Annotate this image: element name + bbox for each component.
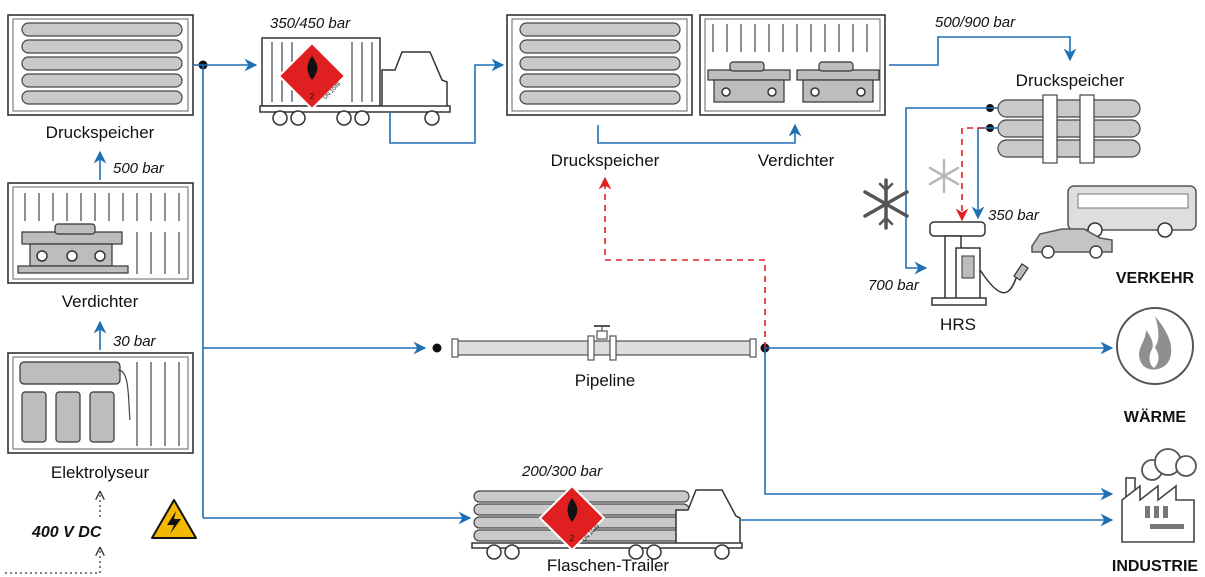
pressure-500-label: 500 bar [113,160,165,177]
factory-icon [1121,448,1197,543]
power-input-label: 400 V DC [31,524,102,541]
flow-pipeline-to-center-storage [598,176,766,348]
verdichter-left-label: Verdichter [62,292,139,311]
pressure-storage-container-icon [7,14,194,116]
pipeline-start-node [432,343,442,353]
waerme-label: WÄRME [1124,408,1187,426]
pipeline-label: Pipeline [575,371,636,390]
pressure-storage-tanks-icon [997,94,1141,164]
flow-storage-350bar [971,127,990,220]
power-source-line [5,548,100,574]
hazard-class-number: 2 [570,534,575,543]
compressor-container-icon [7,182,194,284]
industrie-label: INDUSTRIE [1112,558,1199,575]
flow-compressor-to-right-storage [889,36,1077,66]
druckspeicher-right-label: Druckspeicher [1016,71,1125,90]
car-icon [1031,228,1113,259]
hazard-class-number: 2 [310,92,315,101]
flaschen-trailer-label: Flaschen-Trailer [547,556,670,575]
flow-precooling-dashed [955,127,984,222]
pressure-200-300-label: 200/300 bar [521,463,603,480]
verkehr-label: VERKEHR [1116,270,1195,287]
flow-storage-700bar [905,107,990,275]
electrolyser-container-icon [7,352,194,454]
hazard-diamond-icon: 2 UN 1049 [538,484,606,552]
hydrogen-refuelling-station-icon [929,221,1029,306]
pipeline-icon [451,325,757,361]
bus-icon [1067,185,1197,238]
hazard-diamond-icon: 2 UN 1049 [277,41,347,111]
flow-truck-to-center-storage [389,58,505,144]
snowflake-icon [928,158,960,194]
pressure-30-label: 30 bar [113,333,157,350]
druckspeicher-left-label: Druckspeicher [46,123,155,142]
tube-trailer-truck-icon [471,489,743,560]
verdichter-center-label: Verdichter [758,151,835,170]
flame-icon [1116,307,1194,385]
pressure-storage-container-icon [506,14,693,116]
druckspeicher-center-label: Druckspeicher [551,151,660,170]
pressure-700-label: 700 bar [868,277,920,294]
pressure-350-label: 350 bar [988,207,1040,224]
flow-pipeline-to-industrie [764,348,1114,501]
pressure-500-900-label: 500/900 bar [935,14,1016,31]
elektrolyseur-label: Elektrolyseur [51,463,150,482]
snowflake-icon [863,178,909,230]
hrs-label: HRS [940,315,976,334]
flow-center-storage-to-compressor [597,123,802,144]
pressure-350-450-label: 350/450 bar [270,15,351,32]
warning-triangle-icon [151,499,197,539]
compressor-container-icon [699,14,886,116]
